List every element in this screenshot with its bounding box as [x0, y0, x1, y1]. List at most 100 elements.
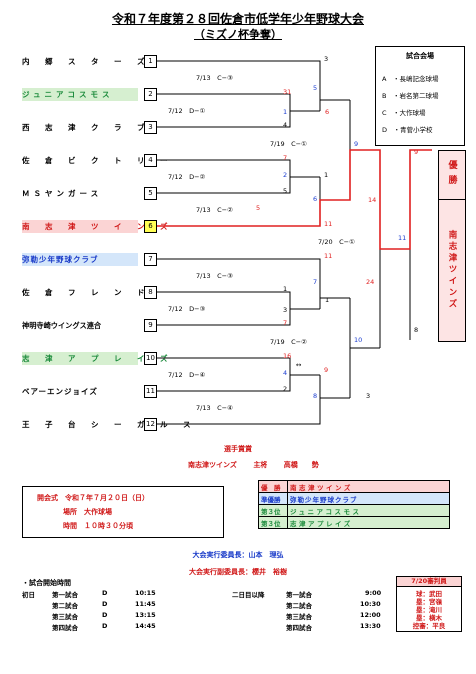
score: 4	[283, 121, 288, 129]
match-info: 7/19 C−①	[270, 140, 307, 148]
seed-box-12: 12	[144, 418, 157, 431]
match-info: 7/13 C−③	[196, 74, 233, 82]
champion-label: 優勝	[439, 151, 465, 200]
result-rank: 準優勝	[258, 492, 288, 505]
result-team: ジュニアコスモス	[287, 504, 450, 517]
champion-box: 優勝 南志津ツインズ	[438, 150, 466, 342]
venue-legend: 試合会場 A ・長嶋記念球場 B ・岩名第二球場 C ・大作球場 D ・青菅小学…	[375, 46, 465, 146]
team-name-9: 神明寺崎ウイングス連合	[22, 321, 102, 330]
schedule-venue: D	[102, 622, 108, 630]
schedule-game: 第一試合	[286, 591, 312, 599]
schedule-venue: D	[102, 600, 108, 608]
schedule-game: 第四試合	[52, 624, 78, 632]
tournament-title: 令和７年度第２８回佐倉市低学年少年野球大会	[111, 12, 364, 26]
score: 3	[366, 392, 371, 400]
score: 5	[256, 204, 261, 212]
team-name-4: 佐 倉 ビ ク ト リ ー	[22, 156, 172, 165]
umpire-item: 塁：宮嶺	[416, 598, 442, 606]
seed-box-3: 3	[144, 121, 157, 134]
score: 10	[354, 336, 363, 344]
match-info: 7/12 D−④	[168, 371, 206, 379]
score: 6	[313, 195, 318, 203]
team-name-10: 志 津 ア プ レ イ ズ	[22, 352, 172, 365]
schedule-day1-label: 初日	[22, 591, 35, 599]
result-row: 第３位 志津アプレイズ	[258, 516, 450, 529]
match-info: 7/13 C−②	[196, 206, 233, 214]
score: 7	[283, 319, 288, 327]
result-row: 第３位 ジュニアコスモス	[258, 504, 450, 517]
opening-place: 場所 大作球場	[63, 508, 112, 516]
schedule-time: 14:45	[135, 622, 156, 630]
score: 1	[283, 108, 288, 116]
schedule-game: 第三試合	[52, 613, 78, 621]
result-row: 準優勝 弥勒少年野球クラブ	[258, 492, 450, 505]
score: 14	[368, 196, 377, 204]
result-team: 弥勒少年野球クラブ	[287, 492, 450, 505]
match-info: 7/12 D−②	[168, 173, 206, 181]
team-name-1: 内 郷 ス タ ー ズ	[22, 57, 149, 66]
result-team: 志津アプレイズ	[287, 516, 450, 529]
score: 3	[324, 55, 329, 63]
team-name-11: ベアーエンジョイズ	[22, 387, 98, 396]
result-rank: 第３位	[258, 516, 288, 529]
score: 9	[354, 140, 359, 148]
score: 3	[283, 306, 288, 314]
team-name-3: 西 志 津 ク ラ ブ	[22, 123, 149, 132]
opening-time: 時間 １０時３０分頃	[63, 522, 133, 530]
result-team: 南志津ツインズ	[287, 480, 450, 493]
score: 6	[325, 108, 330, 116]
score: 4	[283, 369, 288, 377]
schedule-time: 11:45	[135, 600, 156, 608]
venue-item: A ・長嶋記念球場	[382, 75, 439, 83]
schedule-time: 13:15	[135, 611, 156, 619]
score: 8	[414, 326, 419, 334]
schedule-title: ・試合開始時間	[22, 579, 71, 587]
score: 7	[283, 154, 288, 162]
umpire-item: 球：武田	[416, 590, 442, 598]
umpire-item: 塁：横木	[416, 614, 442, 622]
seed-box-7: 7	[144, 253, 157, 266]
team-name-2: ジュニアコスモス	[22, 88, 138, 101]
schedule-game: 第二試合	[52, 602, 78, 610]
tournament-subtitle: （ミズノ杯争奪）	[194, 28, 282, 41]
committee-chair: 大会実行委員長：山本 理弘	[192, 551, 284, 559]
seed-box-9: 9	[144, 319, 157, 332]
committee-vice-chair: 大会実行副委員長：櫻井 裕樹	[189, 568, 287, 576]
venue-legend-title: 試合会場	[406, 52, 434, 60]
seed-box-6: 6	[144, 220, 157, 233]
seed-box-8: 8	[144, 286, 157, 299]
results-table: 優 勝 南志津ツインズ 準優勝 弥勒少年野球クラブ 第３位 ジュニアコスモス 第…	[258, 480, 450, 529]
match-info: 7/13 C−③	[196, 272, 233, 280]
match-info: 7/12 D−①	[168, 107, 206, 115]
score: 1	[324, 171, 329, 179]
score: 5	[313, 84, 318, 92]
team-name-12: 王 子 台 シ ー ガ ル ス	[22, 420, 195, 429]
opening-date: 開会式 令和７年７月２０日（日）	[37, 494, 149, 502]
schedule-venue: D	[102, 589, 108, 597]
score: 11	[324, 220, 333, 228]
seed-box-10: 10	[144, 352, 157, 365]
venue-item: C ・大作球場	[382, 109, 426, 117]
schedule-venue: D	[102, 611, 108, 619]
result-rank: 第３位	[258, 504, 288, 517]
score: 5	[283, 187, 288, 195]
award-team: 南志津ツインズ	[188, 461, 237, 469]
score: 16	[283, 352, 292, 360]
venue-item: D ・青菅小学校	[382, 126, 433, 134]
match-info: 7/13 C−④	[196, 404, 233, 412]
schedule-game: 第一試合	[52, 591, 78, 599]
seed-box-5: 5	[144, 187, 157, 200]
score: 11	[398, 234, 407, 242]
team-name-6: 南 志 津 ツ イ ン ズ	[22, 220, 172, 233]
team-name-5: ＭＳヤンガース	[22, 189, 103, 198]
schedule-time: 13:30	[360, 622, 381, 630]
score: 11	[324, 252, 333, 260]
schedule-game: 第二試合	[286, 602, 312, 610]
team-name-8: 佐 倉 フ レ ン ド	[22, 288, 149, 297]
score: 9	[414, 148, 419, 156]
umpire-title: 7/20審判員	[397, 577, 461, 587]
champion-team: 南志津ツインズ	[447, 229, 457, 311]
score: 7	[313, 278, 318, 286]
schedule-time: 9:00	[365, 589, 382, 597]
